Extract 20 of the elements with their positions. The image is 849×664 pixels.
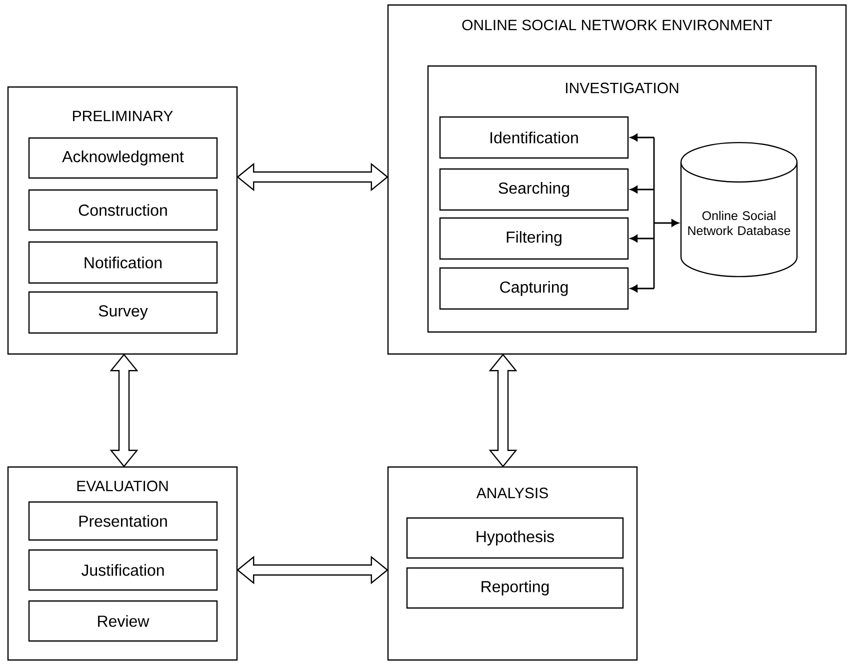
arrow (630, 284, 654, 292)
arrow (654, 219, 679, 227)
process-box: Acknowledgment (28, 137, 218, 179)
arrow (630, 186, 654, 194)
process-box: Capturing (439, 267, 629, 310)
process-box: Notification (28, 241, 218, 284)
process-box: Reporting (406, 567, 624, 609)
arrow (630, 134, 654, 142)
process-box: Justification (28, 549, 218, 591)
arrow (630, 234, 654, 242)
process-box: Survey (28, 291, 218, 334)
process-box: Searching (439, 168, 629, 211)
trunk-line (653, 138, 655, 288)
process-box: Identification (439, 116, 629, 159)
process-box: Presentation (28, 501, 218, 541)
process-box: Hypothesis (406, 517, 624, 559)
process-box: Construction (28, 189, 218, 231)
process-box: Filtering (439, 217, 629, 260)
process-box: Review (28, 600, 218, 642)
database-cylinder: Online Social Network Database (680, 142, 798, 278)
